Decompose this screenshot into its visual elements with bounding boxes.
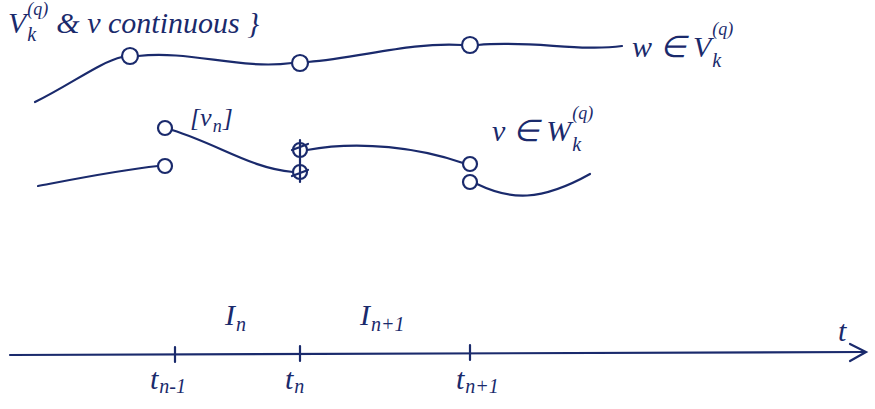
end-point [158,121,172,135]
subscript: n [213,117,222,135]
space-symbol: V [8,8,26,38]
subscript: n+1 [465,376,499,396]
w-curve [138,55,292,65]
w-curve [35,57,122,102]
subscript: n-1 [159,376,186,396]
time-axis [10,352,864,355]
superscript: (q) [712,20,733,38]
w-curve [308,45,462,62]
function-label: v ∈ W [492,116,571,146]
axis-label: t [838,316,846,346]
subscript: k [572,134,581,154]
time-point: t [150,364,158,394]
node-point [462,37,478,53]
v-curve [477,174,590,196]
jump-marker [292,140,308,182]
interval-label: I [360,300,370,330]
superscript: (q) [27,0,48,18]
superscript: (q) [572,104,593,122]
interval-label: I [225,300,235,330]
end-point [463,157,477,171]
time-point: t [456,364,464,394]
end-point [158,159,172,173]
subscript: n+1 [371,314,405,334]
subscript: n [294,376,304,396]
function-label: w ∈ V [632,32,711,62]
end-point [463,175,477,189]
axis-tick [175,345,470,362]
jump-label: [v [190,105,212,131]
subscript: n [236,314,246,334]
node-point [122,48,138,64]
v-curve [172,130,293,172]
subscript: k [27,24,36,44]
v-curve [307,146,463,163]
axis-arrowhead [850,344,866,361]
v-curve [38,166,158,186]
time-point: t [285,364,293,394]
subscript: k [712,50,721,70]
jump-label: ] [223,105,233,131]
node-point [292,55,308,71]
w-curve [478,44,622,48]
condition-text: & v continuous } [56,8,259,38]
